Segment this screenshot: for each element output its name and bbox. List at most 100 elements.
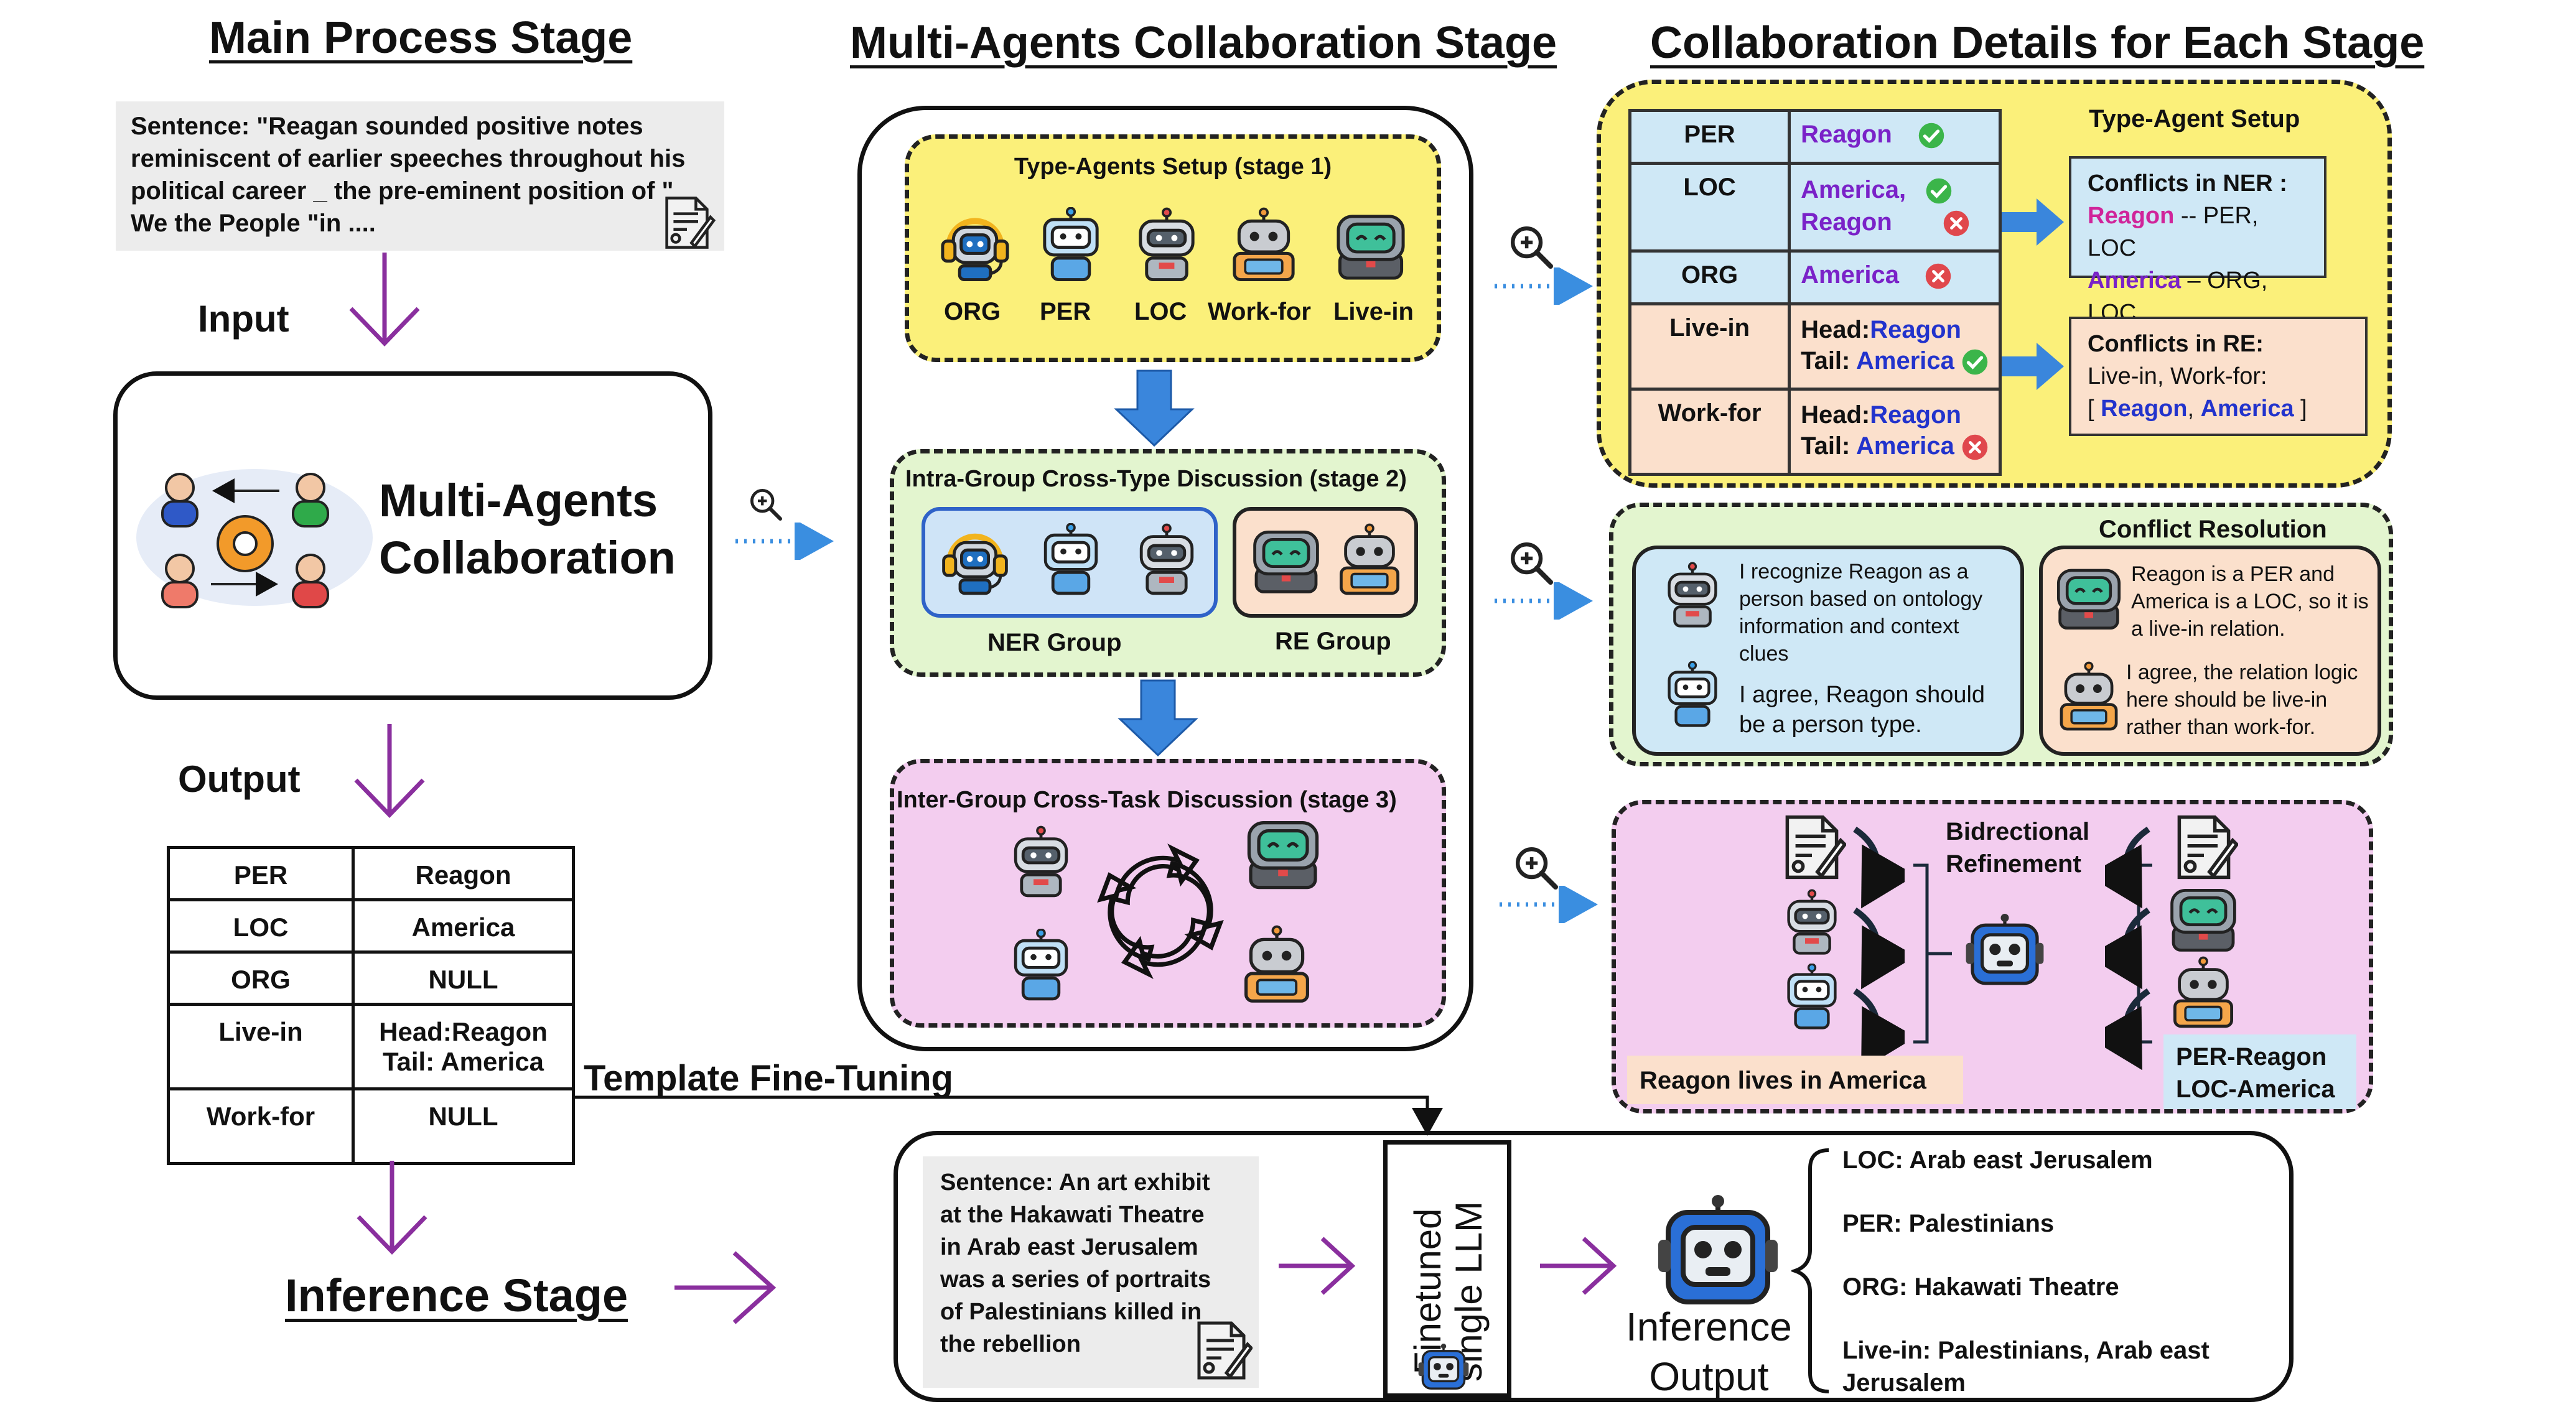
table-cell: Reagon	[1801, 121, 1892, 148]
table-cell: America	[352, 898, 575, 954]
document-icon	[2170, 813, 2238, 881]
livein-agent-icon	[2053, 562, 2125, 634]
loc-agent-icon	[1128, 207, 1205, 284]
inference-output-label-1: Inference	[1626, 1304, 1792, 1349]
ner-msg-line: person based on ontology	[1739, 587, 1983, 611]
table-row: Live-in Head:Reagon Tail: America	[1628, 302, 2002, 391]
refine-output-line: LOC-America	[2176, 1076, 2335, 1103]
re-msg-line: a live-in relation.	[2131, 617, 2285, 641]
table-cell: Tail:	[1801, 432, 1856, 460]
agent-label: LOC	[1134, 298, 1187, 325]
bracket: ]	[2294, 396, 2307, 422]
refine-left-curves	[1853, 826, 1905, 1071]
to-conflict-arrow	[1495, 582, 1593, 620]
table-cell: Reagon	[352, 846, 575, 901]
table-cell: ORG	[1628, 249, 1791, 305]
document-icon	[1778, 813, 1846, 881]
ner-conflict-title: Conflicts in NER :	[2088, 170, 2287, 197]
refine-right-curves	[2105, 826, 2150, 1071]
central-llm-icon	[1964, 914, 2045, 995]
setup-table: PER Reagon LOC America, Reagon ORG Ameri…	[1628, 109, 2002, 476]
inference-result: ORG: Hakawati Theatre	[1842, 1273, 2119, 1301]
re-group-label: RE Group	[1275, 628, 1391, 655]
cross-icon	[1961, 434, 1989, 461]
re-msg-line: America is a LOC, so it is	[2131, 590, 2369, 613]
loc-agent-icon	[1004, 825, 1078, 900]
per-agent-icon	[1004, 929, 1078, 1003]
workfor-agent-icon	[1332, 523, 1407, 598]
inference-robot-icon	[1656, 1195, 1780, 1319]
check-icon	[1925, 177, 1953, 205]
refine-title-1: Bidrectional	[1946, 818, 2090, 845]
output-brace	[1791, 1148, 1829, 1393]
refine-output-line: PER-Reagon	[2176, 1043, 2327, 1071]
re-discussion-box: Reagon is a PER and America is a LOC, so…	[2039, 546, 2381, 756]
inference-sentence-line: the rebellion	[940, 1331, 1081, 1357]
table-cell: LOC	[167, 898, 355, 954]
llm-to-output-arrow	[1540, 1237, 1617, 1295]
collab-details-title: Collaboration Details for Each Stage	[1650, 18, 2425, 68]
template-finetuning-connector	[575, 1095, 1443, 1136]
stage3-title: Inter-Group Cross-Task Discussion (stage…	[897, 787, 1397, 813]
re-msg-line: here should be live-in	[2126, 688, 2328, 712]
table-cell: NULL	[352, 950, 575, 1006]
ner-conflict-entity: Reagon	[2088, 203, 2175, 229]
ner-msg-line: I recognize Reagon as a	[1739, 560, 1969, 583]
table-cell: Head:	[1801, 316, 1870, 343]
ner-discussion-box: I recognize Reagon as a person based on …	[1632, 546, 2024, 756]
table-cell: America	[1856, 432, 1954, 460]
table-cell: Reagon	[1801, 208, 1892, 236]
collaboration-people-icon	[136, 469, 373, 608]
loc-agent-icon	[1778, 889, 1846, 957]
stage1-to-stage2-arrow	[1114, 369, 1195, 447]
livein-agent-icon	[1332, 207, 1409, 284]
bracket: [	[2088, 396, 2101, 422]
inference-box: Sentence: An art exhibit at the Hakawati…	[894, 1131, 2294, 1402]
comma: ,	[2187, 396, 2201, 422]
table-cell: America	[1801, 261, 1899, 289]
to-re-conflict-arrow	[2002, 343, 2064, 390]
table-cell: Head:	[1801, 401, 1870, 429]
table-cell: America	[1856, 347, 1954, 374]
livein-agent-icon	[2166, 881, 2241, 956]
ner-conflict-types: -- PER, LOC	[2088, 203, 2259, 261]
re-conflict-entity: America	[2200, 396, 2294, 422]
table-cell: PER	[167, 846, 355, 901]
to-ner-conflict-arrow	[2002, 198, 2064, 246]
re-conflict-box: Conflicts in RE: Live-in, Work-for: [ Re…	[2069, 317, 2368, 436]
sentence-to-llm-arrow	[1279, 1237, 1356, 1295]
stage1-box: Type-Agents Setup (stage 1) ORG PER LOC …	[905, 134, 1441, 362]
table-cell: Live-in	[1628, 302, 1791, 391]
table-to-inference-arrow	[357, 1161, 427, 1255]
inference-sentence-line: in Arab east Jerusalem	[940, 1234, 1198, 1260]
table-cell: Tail: America	[382, 1047, 544, 1076]
type-agent-setup-box: Type-Agent Setup PER Reagon LOC America,…	[1597, 80, 2392, 488]
ner-msg-line: clues	[1739, 642, 1789, 666]
re-conflict-title: Conflicts in RE:	[2088, 331, 2264, 357]
conflict-title: Conflict Resolution	[2099, 516, 2327, 543]
input-arrow	[349, 253, 420, 347]
inference-result: Jerusalem	[1842, 1369, 1966, 1396]
per-agent-icon	[1778, 964, 1846, 1032]
table-cell: Tail:	[1801, 347, 1856, 374]
zoom-icon	[1511, 842, 1561, 892]
re-group-box	[1233, 507, 1418, 618]
mac-line1: Multi-Agents	[379, 475, 658, 526]
inference-sentence-line: was a series of portraits	[940, 1266, 1211, 1293]
refine-input-label: Reagon lives in America	[1627, 1056, 1963, 1104]
document-icon	[1190, 1319, 1253, 1382]
re-msg-line: Reagon is a PER and	[2131, 562, 2335, 586]
table-cell: NULL	[352, 1087, 575, 1165]
input-sentence: Sentence: "Reagan sounded positive notes…	[131, 113, 686, 237]
re-msg-line: rather than work-for.	[2126, 715, 2316, 739]
inference-result: LOC: Arab east Jerusalem	[1842, 1146, 2153, 1174]
template-finetuning-label: Template Fine-Tuning	[584, 1058, 953, 1099]
zoom-icon	[1506, 221, 1556, 271]
livein-agent-icon	[1243, 813, 1323, 894]
to-setup-arrow	[1495, 267, 1593, 305]
stage2-to-stage3-arrow	[1118, 679, 1198, 757]
cross-icon	[1943, 210, 1970, 237]
re-msg-line: I agree, the relation logic	[2126, 661, 2358, 684]
